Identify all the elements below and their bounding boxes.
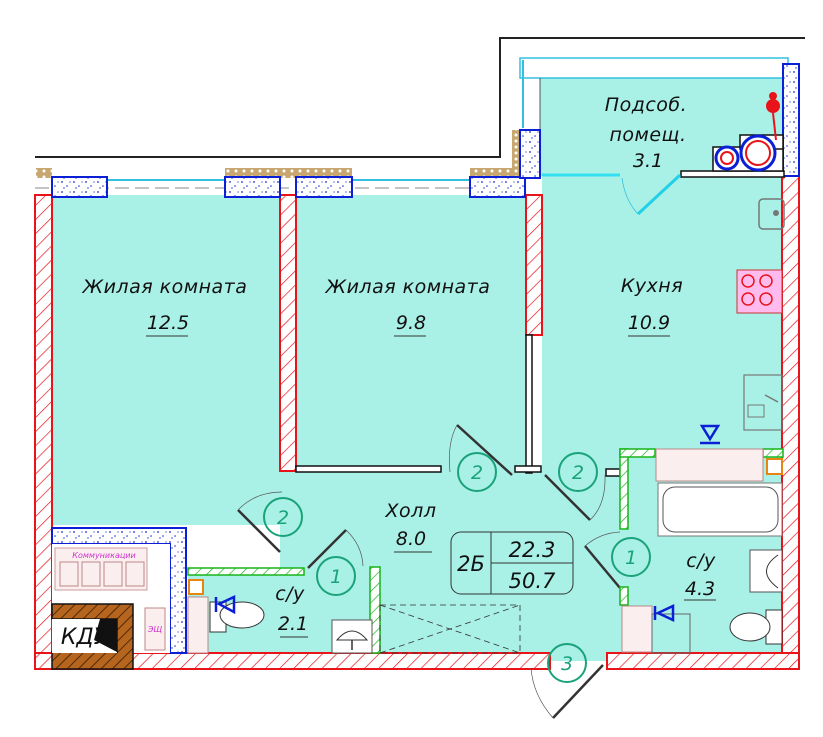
room-name-wc-large: с/у: [686, 550, 716, 572]
room-name-living-1: Жилая комната: [82, 276, 248, 298]
room-name-living-2: Жилая комната: [325, 276, 491, 298]
room-area-wc-large: 4.3: [685, 578, 715, 600]
sink-icon: [758, 198, 785, 230]
total-area: 50.7: [509, 569, 556, 593]
svg-text:1: 1: [330, 566, 342, 588]
window-pier: [224, 176, 281, 198]
svg-text:1: 1: [625, 547, 637, 569]
stove-icon: [736, 269, 783, 314]
door-marker: 2: [457, 452, 497, 492]
window-pier: [782, 63, 800, 177]
room-area-kitchen: 10.9: [628, 312, 670, 334]
door-marker: 3: [547, 643, 587, 683]
door-marker: 2: [263, 497, 303, 537]
room-name-kitchen: Кухня: [621, 275, 683, 297]
valve-icon: [214, 595, 236, 615]
dishwasher-icon: [743, 374, 783, 431]
window-pier: [469, 176, 526, 198]
living-area: 22.3: [509, 538, 556, 562]
window-pier: [36, 168, 52, 178]
level-marker-icon: [699, 424, 721, 445]
wall-left: [34, 194, 53, 669]
valve-icon: [653, 604, 675, 622]
communications-block: [54, 547, 148, 591]
room-name-wc-small: с/у: [275, 583, 305, 605]
svg-text:3: 3: [561, 653, 573, 675]
wall-interior-2: [525, 194, 543, 336]
room-area-living-2: 9.8: [396, 312, 426, 334]
floor-left-strip: [52, 195, 182, 525]
door-marker: 1: [316, 556, 356, 596]
wall-right: [781, 175, 800, 669]
room-area-utility: 3.1: [633, 150, 663, 172]
wall-bottom-right: [606, 652, 800, 670]
room-area-wc-small: 2.1: [278, 613, 308, 635]
svg-text:2: 2: [471, 462, 483, 484]
svg-text:2: 2: [572, 462, 584, 484]
electric-panel-label: ЭЩ: [147, 625, 163, 634]
room-area-hall: 8.0: [396, 528, 426, 550]
room-name-utility-line2: помещ.: [609, 124, 686, 146]
building-outline: [35, 37, 805, 158]
window-pier: [295, 176, 353, 198]
bathtub-icon: [657, 482, 783, 537]
door-marker: 1: [611, 537, 651, 577]
wall-bottom-left: [34, 652, 551, 670]
apartment-type: 2Б: [457, 552, 485, 576]
window-pier: [51, 176, 108, 198]
door-marker: 2: [558, 452, 598, 492]
kdu-label: КДУ: [61, 625, 109, 650]
room-area-living-1: 12.5: [147, 312, 189, 334]
boiler-icon: [712, 92, 784, 172]
apartment-badge: 2Б 22.3 50.7: [450, 531, 574, 595]
svg-text:2: 2: [277, 507, 289, 529]
communications-label: Коммуникации: [72, 551, 135, 560]
window-pier: [519, 129, 541, 179]
room-name-hall: Холл: [385, 500, 437, 522]
vent-icon: [188, 579, 204, 595]
washbasin-icon: [749, 549, 783, 593]
floor-kitchen: [542, 176, 782, 476]
room-name-utility-line1: Подсоб.: [605, 94, 687, 116]
toilet-icon: [209, 601, 265, 633]
washbasin-icon: [331, 619, 373, 654]
floor-living-room-2: [296, 195, 526, 471]
toilet-icon: [729, 609, 783, 645]
electric-panel: [144, 607, 166, 651]
vent-icon: [766, 458, 783, 475]
wall-interior-1: [279, 194, 297, 472]
